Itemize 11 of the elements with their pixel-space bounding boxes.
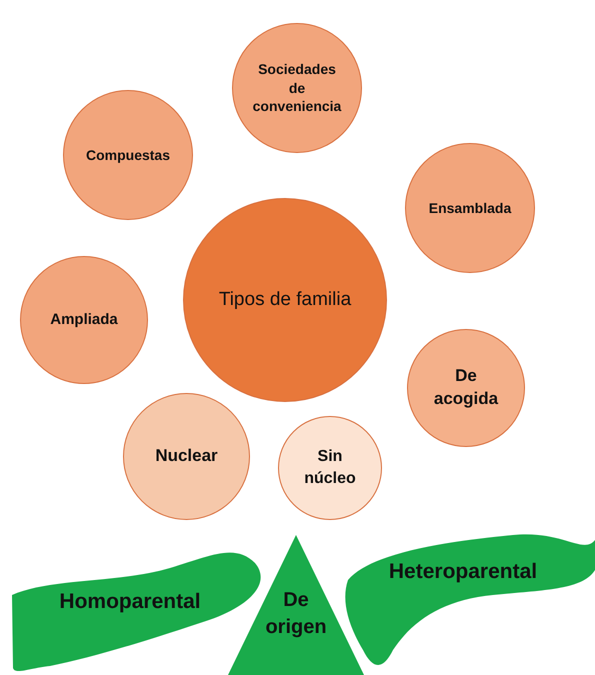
label-text: Heteroparental <box>388 559 538 585</box>
label-text: Ampliada <box>49 310 119 330</box>
label-text: Sin núcleo <box>303 447 357 489</box>
label-text: Tipos de familia <box>218 288 352 312</box>
label-text: De origen <box>264 588 328 640</box>
label-text: Compuestas <box>84 146 172 164</box>
label-text: Sociedades de conveniencia <box>252 60 342 116</box>
label-text: De acogida <box>432 365 500 410</box>
label-text: Homoparental <box>58 589 202 615</box>
label-text: Ensamblada <box>428 198 512 218</box>
label-text: Nuclear <box>154 445 219 468</box>
